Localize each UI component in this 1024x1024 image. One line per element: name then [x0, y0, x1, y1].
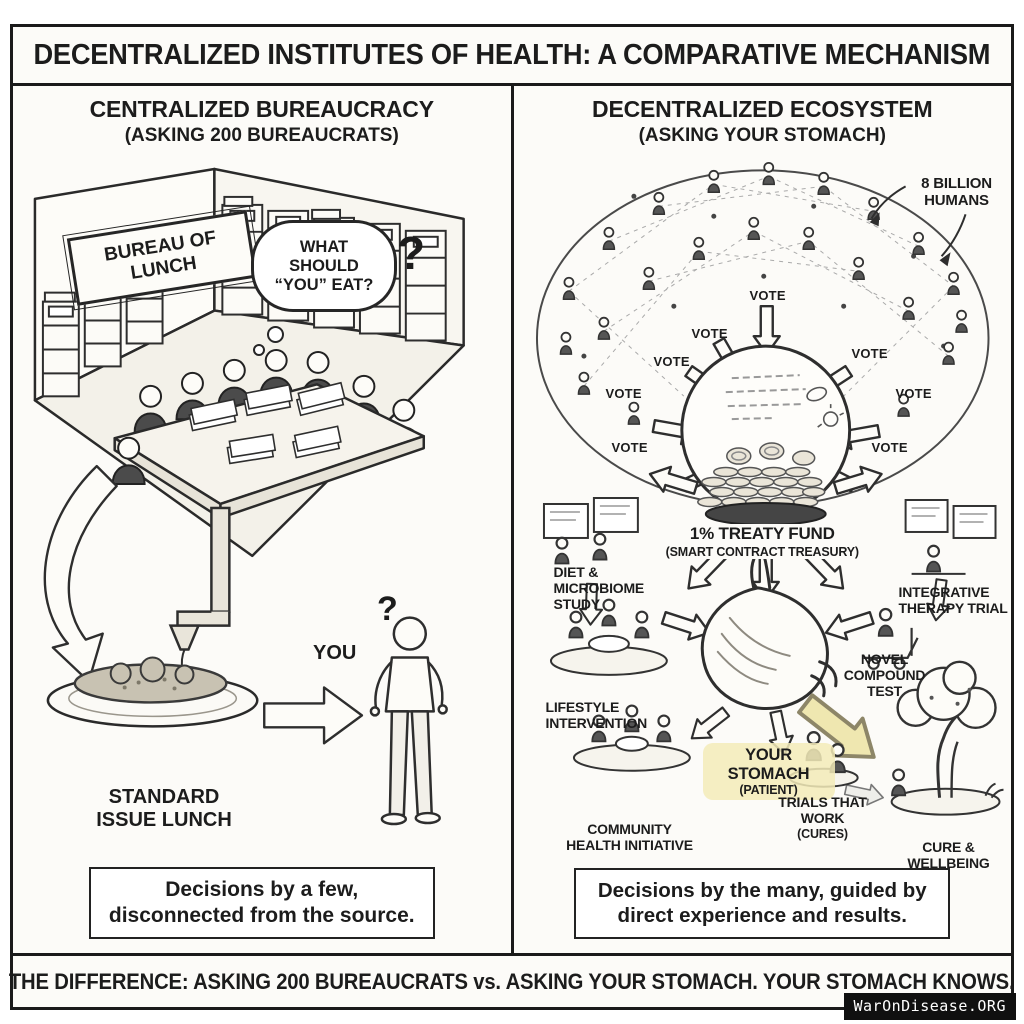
population-label: 8 BILLION HUMANS [921, 175, 992, 209]
thought-bubble-text: WHAT SHOULD “YOU” EAT? [274, 237, 374, 294]
vote-label: VOTE [653, 354, 690, 369]
treaty-fund-sphere [679, 344, 851, 526]
community-health-node [572, 704, 691, 772]
thought-trail-dot [267, 326, 284, 343]
integrative-therapy-node [904, 499, 997, 575]
lifestyle-intervention-label: LIFESTYLE INTERVENTION [545, 699, 648, 731]
population-arrows [869, 185, 966, 267]
treaty-fund-label: 1% TREATY FUND [685, 524, 839, 544]
vote-label: VOTE [691, 326, 728, 341]
watermark-badge: WarOnDisease.ORG [843, 993, 1016, 1020]
diet-microbiome-label: DIET & MICROBIOME STUDY [553, 564, 645, 612]
vote-label: VOTE [605, 386, 642, 401]
arrow-room-to-plate [43, 464, 118, 683]
left-caption-text: Decisions by a few, disconnected from th… [108, 877, 415, 927]
novel-compound-node [863, 607, 919, 670]
integrative-therapy-label: INTEGRATIVE THERAPY TRIAL [898, 584, 1008, 616]
vote-label: VOTE [851, 346, 888, 361]
ecosystem-illustration [535, 161, 1004, 816]
diet-microbiome-node [542, 497, 639, 565]
sphere-pedestal [704, 501, 827, 526]
community-health-label: COMMUNITY HEALTH INITIATIVE [566, 821, 693, 853]
cure-wellbeing-label: CURE & WELLBEING [907, 839, 990, 871]
title-bar: DECENTRALIZED INSTITUTES OF HEALTH: A CO… [13, 27, 1011, 86]
vote-label: VOTE [749, 288, 786, 303]
your-stomach-label-sub: (PATIENT) [739, 783, 798, 798]
your-stomach-label-main: YOUR STOMACH [727, 746, 810, 783]
trials-that-work-label: TRIALS THAT WORK (CURES) [773, 794, 873, 841]
left-caption-box: Decisions by a few, disconnected from th… [88, 866, 435, 939]
right-subheading: (ASKING YOUR STOMACH) [638, 125, 886, 146]
standard-issue-lunch-label: STANDARD ISSUE LUNCH [96, 786, 232, 831]
right-caption-text: Decisions by the many, guided by direct … [597, 878, 927, 928]
your-stomach-illustration [700, 550, 838, 710]
dispenser-pipe [168, 506, 231, 670]
vote-label: VOTE [611, 440, 648, 455]
comparison-panels: CENTRALIZED BUREAUCRACY (ASKING 200 BURE… [13, 86, 1011, 953]
thought-trail-dot [253, 344, 265, 356]
you-question-mark-icon: ? [377, 590, 398, 628]
left-subheading: (ASKING 200 BUREAUCRATS) [124, 125, 399, 146]
cure-wellbeing-tree [890, 660, 1004, 816]
panel-decentralized-ecosystem: DECENTRALIZED ECOSYSTEM (ASKING YOUR STO… [514, 86, 1012, 953]
question-mark-icon: ? [397, 227, 426, 279]
right-caption-box: Decisions by the many, guided by direct … [574, 867, 951, 939]
right-heading: DECENTRALIZED ECOSYSTEM [592, 96, 933, 122]
microbe-doodles [805, 386, 844, 428]
vote-label: VOTE [895, 386, 932, 401]
treaty-fund-sublabel: (SMART CONTRACT TREASURY) [662, 545, 862, 560]
outer-frame: DECENTRALIZED INSTITUTES OF HEALTH: A CO… [9, 24, 1015, 1010]
trials-label-main: TRIALS THAT WORK [778, 794, 867, 826]
standard-issue-lunch-plate [46, 656, 259, 728]
lifestyle-intervention-node [549, 598, 668, 676]
bureaucracy-illustration [33, 167, 465, 826]
left-heading: CENTRALIZED BUREAUCRACY [89, 96, 434, 122]
panel-centralized-bureaucracy: CENTRALIZED BUREAUCRACY (ASKING 200 BURE… [13, 86, 514, 953]
novel-compound-label: NOVEL COMPOUND TEST [843, 651, 926, 699]
you-label: YOU [313, 642, 357, 664]
vote-label: VOTE [871, 440, 908, 455]
paper-stacks [188, 381, 346, 465]
bottom-banner-text: THE DIFFERENCE: ASKING 200 BUREAUCRATS v… [9, 968, 1015, 994]
you-person [369, 616, 448, 826]
arrow-plate-to-you [263, 686, 364, 745]
main-title: DECENTRALIZED INSTITUTES OF HEALTH: A CO… [33, 38, 991, 71]
your-stomach-label: YOUR STOMACH (PATIENT) [702, 743, 835, 801]
trials-label-sub: (CURES) [797, 826, 848, 841]
thought-bubble: WHAT SHOULD “YOU” EAT? [251, 220, 397, 312]
